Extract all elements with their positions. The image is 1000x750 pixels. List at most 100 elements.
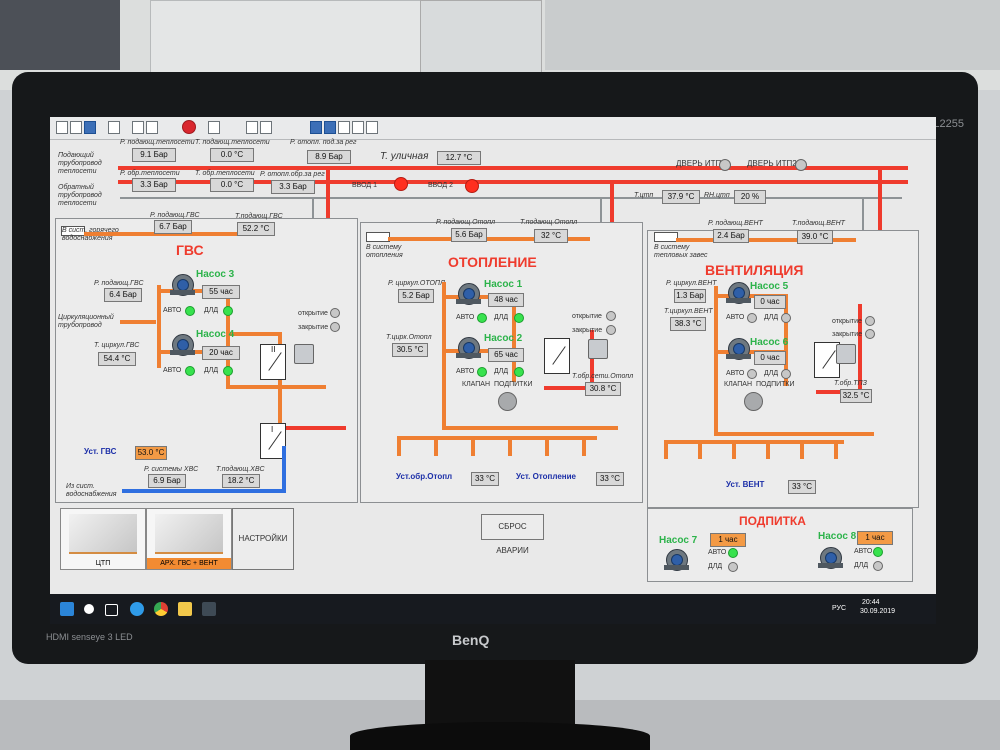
vent-manifold-drop-4 [766,440,770,459]
otopl-t-circ-label: Т.цирк.Отопл [386,334,432,341]
otopl-manifold-drop-5 [545,436,549,456]
p-return-heat-label: Р. обр.теплосети [120,170,180,177]
otopl-open-label: открытие [572,313,602,320]
app-icon[interactable] [202,602,216,616]
pump1-auto-label: АВТО [456,314,475,321]
vent-title: ВЕНТИЛЯЦИЯ [705,262,804,278]
vent-manifold [664,440,844,444]
vent-pump-link [784,294,788,386]
taskview-icon[interactable] [105,604,118,616]
p-supply-heat-label: Р. подающ.теплосети [120,139,195,146]
gvs-p-supply-label: Р. подающ.ГВС [150,212,200,219]
search-icon[interactable] [84,604,94,614]
t-ctp-value: 37.9 °С [662,190,700,204]
chart-icon-2[interactable] [324,121,336,134]
senseye-label: senseye [71,632,106,642]
otopl-control-valve[interactable] [588,339,608,359]
pump2-auto-label: АВТО [456,368,475,375]
pump1-label: Насос 1 [484,279,523,290]
t-supply-heat-value: 0.0 °С [210,148,254,162]
led-label: LED [115,632,133,642]
pump5-icon[interactable] [726,281,751,304]
archive-button[interactable]: АРХ. ГВС + ВЕНТ [146,508,232,570]
forward-icon[interactable] [146,121,158,134]
pump4-label: Насос 4 [196,329,235,340]
vent-set-value: 33 °С [788,480,816,494]
right-gray-drop [862,198,864,238]
gvs-hot-water-arrow [61,226,85,236]
gvs-hx-red-line [284,426,346,430]
otopl-manifold-drop-6 [582,436,586,456]
pump5-dld-indicator [781,313,791,323]
ctp-button[interactable]: ЦТП [60,508,146,570]
otopl-t-return-label: Т.обр.сети.Отопл [572,373,634,380]
windows-icon[interactable] [60,602,74,616]
grid-icon[interactable] [56,121,68,134]
pump1-icon[interactable] [456,282,481,305]
pump5-hours: 0 час [754,295,786,309]
gvs-top-connection [326,166,330,248]
gvs-control-valve[interactable] [294,344,314,364]
p-heat-return-reg-label: Р. отопл.обр.за рег [260,171,325,178]
monitor-icon[interactable] [260,121,272,134]
otopl-red-drop [590,330,594,388]
pump3-dld-label: ДЛД [204,307,219,314]
chart-icon-3[interactable] [338,121,350,134]
vent-t-return-value: 32.5 °С [840,389,872,403]
otopl-manifold [397,436,597,440]
pump3-icon[interactable] [170,273,195,296]
gvs-hot-water-pipe [84,232,272,236]
ctp-image [69,514,137,554]
pump8-icon[interactable] [818,546,843,569]
monitor-brand-label: BenQ [452,632,490,648]
otopl-close-label: закрытие [572,327,603,334]
vent-hx-return [816,390,858,394]
pump7-icon[interactable] [664,548,689,571]
gvs-close-indicator [330,322,340,332]
gvs-heat-exchanger-2 [260,344,286,380]
input2-indicator [465,179,479,193]
browser-icon[interactable] [130,602,144,616]
table-icon[interactable] [84,121,96,134]
pump1-auto-indicator [477,313,487,323]
reset-alarm-button[interactable]: СБРОС АВАРИИ [481,514,544,555]
chrome-icon[interactable] [154,602,168,616]
settings-button[interactable]: НАСТРОЙКИ [232,508,294,570]
pump7-label: Насос 7 [659,535,698,546]
otopl-main-vertical [442,282,446,426]
folder-icon[interactable] [178,602,192,616]
tools-icon[interactable] [208,121,220,134]
vent-feed-valve[interactable] [744,392,763,411]
vent-p-circ-label: Р. циркул.ВЕНТ [666,280,717,287]
otopl-supply-pipe [388,237,590,241]
otopl-to-system-label: В систему отопления [366,244,403,259]
chart-icon[interactable] [310,121,322,134]
outdoor-temp-label: Т. уличная [380,151,429,162]
back-icon[interactable] [132,121,144,134]
save-icon[interactable] [70,121,82,134]
chart-icon-5[interactable] [366,121,378,134]
gvs-cold-water-riser [282,446,286,493]
home-icon[interactable] [108,121,120,134]
taskbar-language: РУС [832,605,847,612]
pump5-dld-label: ДЛД [764,314,779,321]
stop-icon[interactable] [182,120,196,134]
chart-icon-4[interactable] [352,121,364,134]
vent-t-supply-label: Т.подающ.ВЕНТ [792,220,845,227]
window-icon[interactable] [246,121,258,134]
pump2-icon[interactable] [456,336,481,359]
door-itp2-label: ДВЕРЬ ИТП2 [747,159,797,168]
main-return-pipe [118,180,908,184]
door-itp1-indicator [719,159,731,171]
vent-red-drop [858,304,862,392]
gvs-title: ГВС [176,242,204,258]
vent-control-valve[interactable] [836,344,856,364]
pump4-icon[interactable] [170,333,195,356]
otopl-set-return-label: Уст.обр.Отопл [396,472,453,481]
gvs-heat-exchanger-1-label: I [271,425,274,434]
otopl-feed-valve[interactable] [498,392,517,411]
otopl-set-return-value: 33 °С [471,472,499,486]
pump6-icon[interactable] [726,337,751,360]
gvs-t-supply-value: 52.2 °С [237,222,275,236]
otopl-supply-arrow [366,232,390,242]
